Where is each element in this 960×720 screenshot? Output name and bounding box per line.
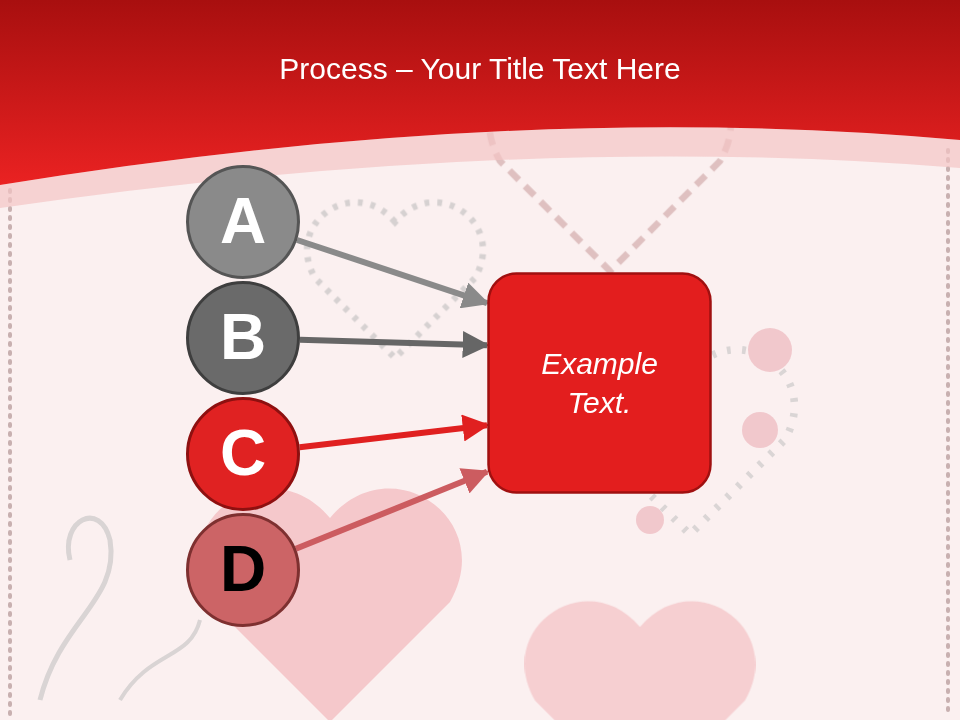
step-letter: D [220,528,266,611]
slide-title: Process – Your Title Text Here [0,52,960,86]
box-outline [487,272,712,494]
step-circle: C [186,397,300,511]
step-circle: B [186,281,300,395]
circle-shape [188,515,299,626]
step-letter: A [220,180,266,263]
connector-arrow [297,240,487,303]
dotted-border [946,150,950,715]
box-text: Example Text. [525,344,675,422]
connector-arrow [296,472,487,549]
step-letter: B [220,296,266,379]
process-box: Example Text. [487,272,712,494]
step-circle: D [186,513,300,627]
circle-shape [188,283,299,394]
box-shape [489,274,711,493]
connector-arrow [300,425,487,447]
step-circle: A [186,165,300,279]
connector-arrow [300,340,487,346]
step-letter: C [220,412,266,495]
circle-shape [188,399,299,510]
title-bar [0,0,960,185]
dotted-border [8,190,12,715]
circle-shape [188,167,299,278]
